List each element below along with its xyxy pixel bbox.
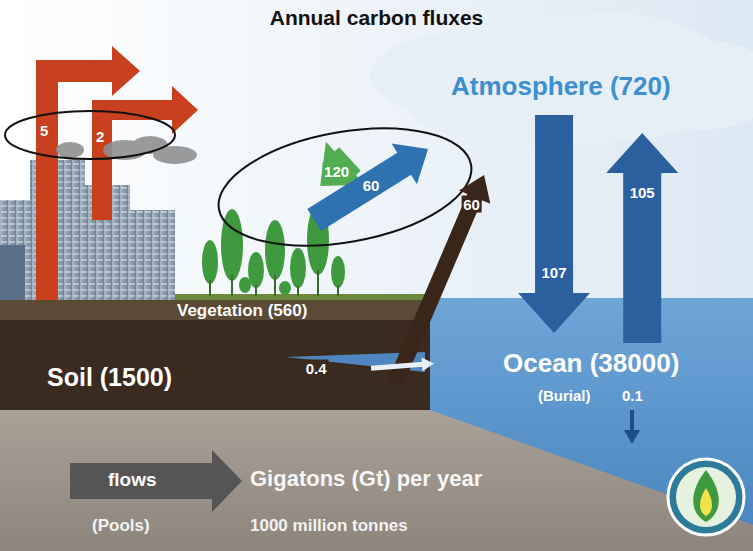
pool-name: Soil (1500) xyxy=(47,363,172,392)
key-pools: (Pools) xyxy=(92,516,150,536)
flux-number: 60 xyxy=(361,176,382,193)
key-unit: 1000 million tonnes xyxy=(250,516,408,536)
flux-number: 105 xyxy=(628,183,657,200)
soil-pool: Soil (1500) xyxy=(44,362,175,393)
flux-arrow xyxy=(307,143,428,231)
flux-arrow xyxy=(388,175,491,387)
flux-number: 107 xyxy=(540,263,569,280)
flux-number: 60 xyxy=(461,196,482,213)
flux-number: 2 xyxy=(96,128,104,145)
flux-number: 0.1 xyxy=(622,387,643,404)
flux-number: 120 xyxy=(322,163,351,180)
flux-arrow xyxy=(606,133,678,343)
pool-name: Atmosphere (720) xyxy=(451,71,671,102)
atmosphere-pool: Atmosphere (720) xyxy=(448,70,674,103)
burial-label: (Burial) xyxy=(538,387,591,404)
key-unit: Gigatons (Gt) per year xyxy=(250,466,482,492)
key-flows: flows xyxy=(108,469,157,491)
ocean-pool: Ocean (38000) xyxy=(500,347,682,380)
flux-arrow xyxy=(518,115,590,333)
pool-name: Ocean (38000) xyxy=(503,348,679,379)
flux-arrow xyxy=(371,357,434,371)
flux-number: 5 xyxy=(40,122,48,139)
pool-name: Vegetation (560) xyxy=(177,301,307,321)
flux-number: 0.4 xyxy=(304,360,329,377)
title: Annual carbon fluxes xyxy=(0,6,753,30)
vegetation-pool: Vegetation (560) xyxy=(174,300,310,322)
